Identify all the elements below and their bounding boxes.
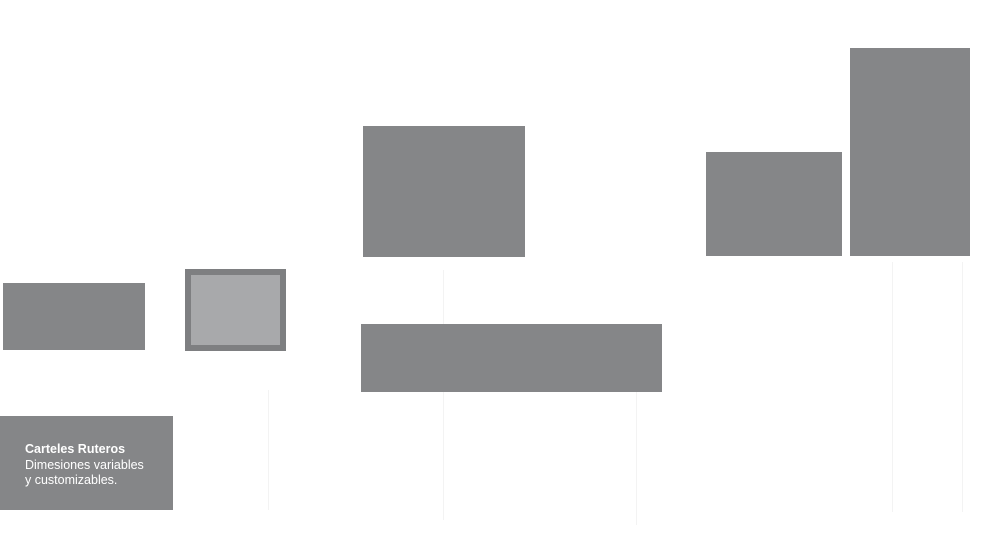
info-card-line-2: y customizables. <box>25 473 118 487</box>
guide-line <box>892 262 893 512</box>
sign-panel-tall-right <box>850 48 970 256</box>
guide-line <box>268 390 269 510</box>
sign-panel-small-left <box>3 283 145 350</box>
guide-line <box>636 390 637 525</box>
guide-line <box>443 270 444 520</box>
sign-panel-wide-center <box>361 324 662 392</box>
sign-panel-framed <box>185 269 286 351</box>
guide-line <box>962 262 963 512</box>
info-card-line-1: Dimesiones variables <box>25 457 144 472</box>
sign-panel-square-center <box>363 126 525 257</box>
sign-panel-medium-right <box>706 152 842 256</box>
info-card-title: Carteles Ruteros <box>25 442 126 456</box>
info-card: Carteles Ruteros Dimesiones variables y … <box>0 416 173 510</box>
